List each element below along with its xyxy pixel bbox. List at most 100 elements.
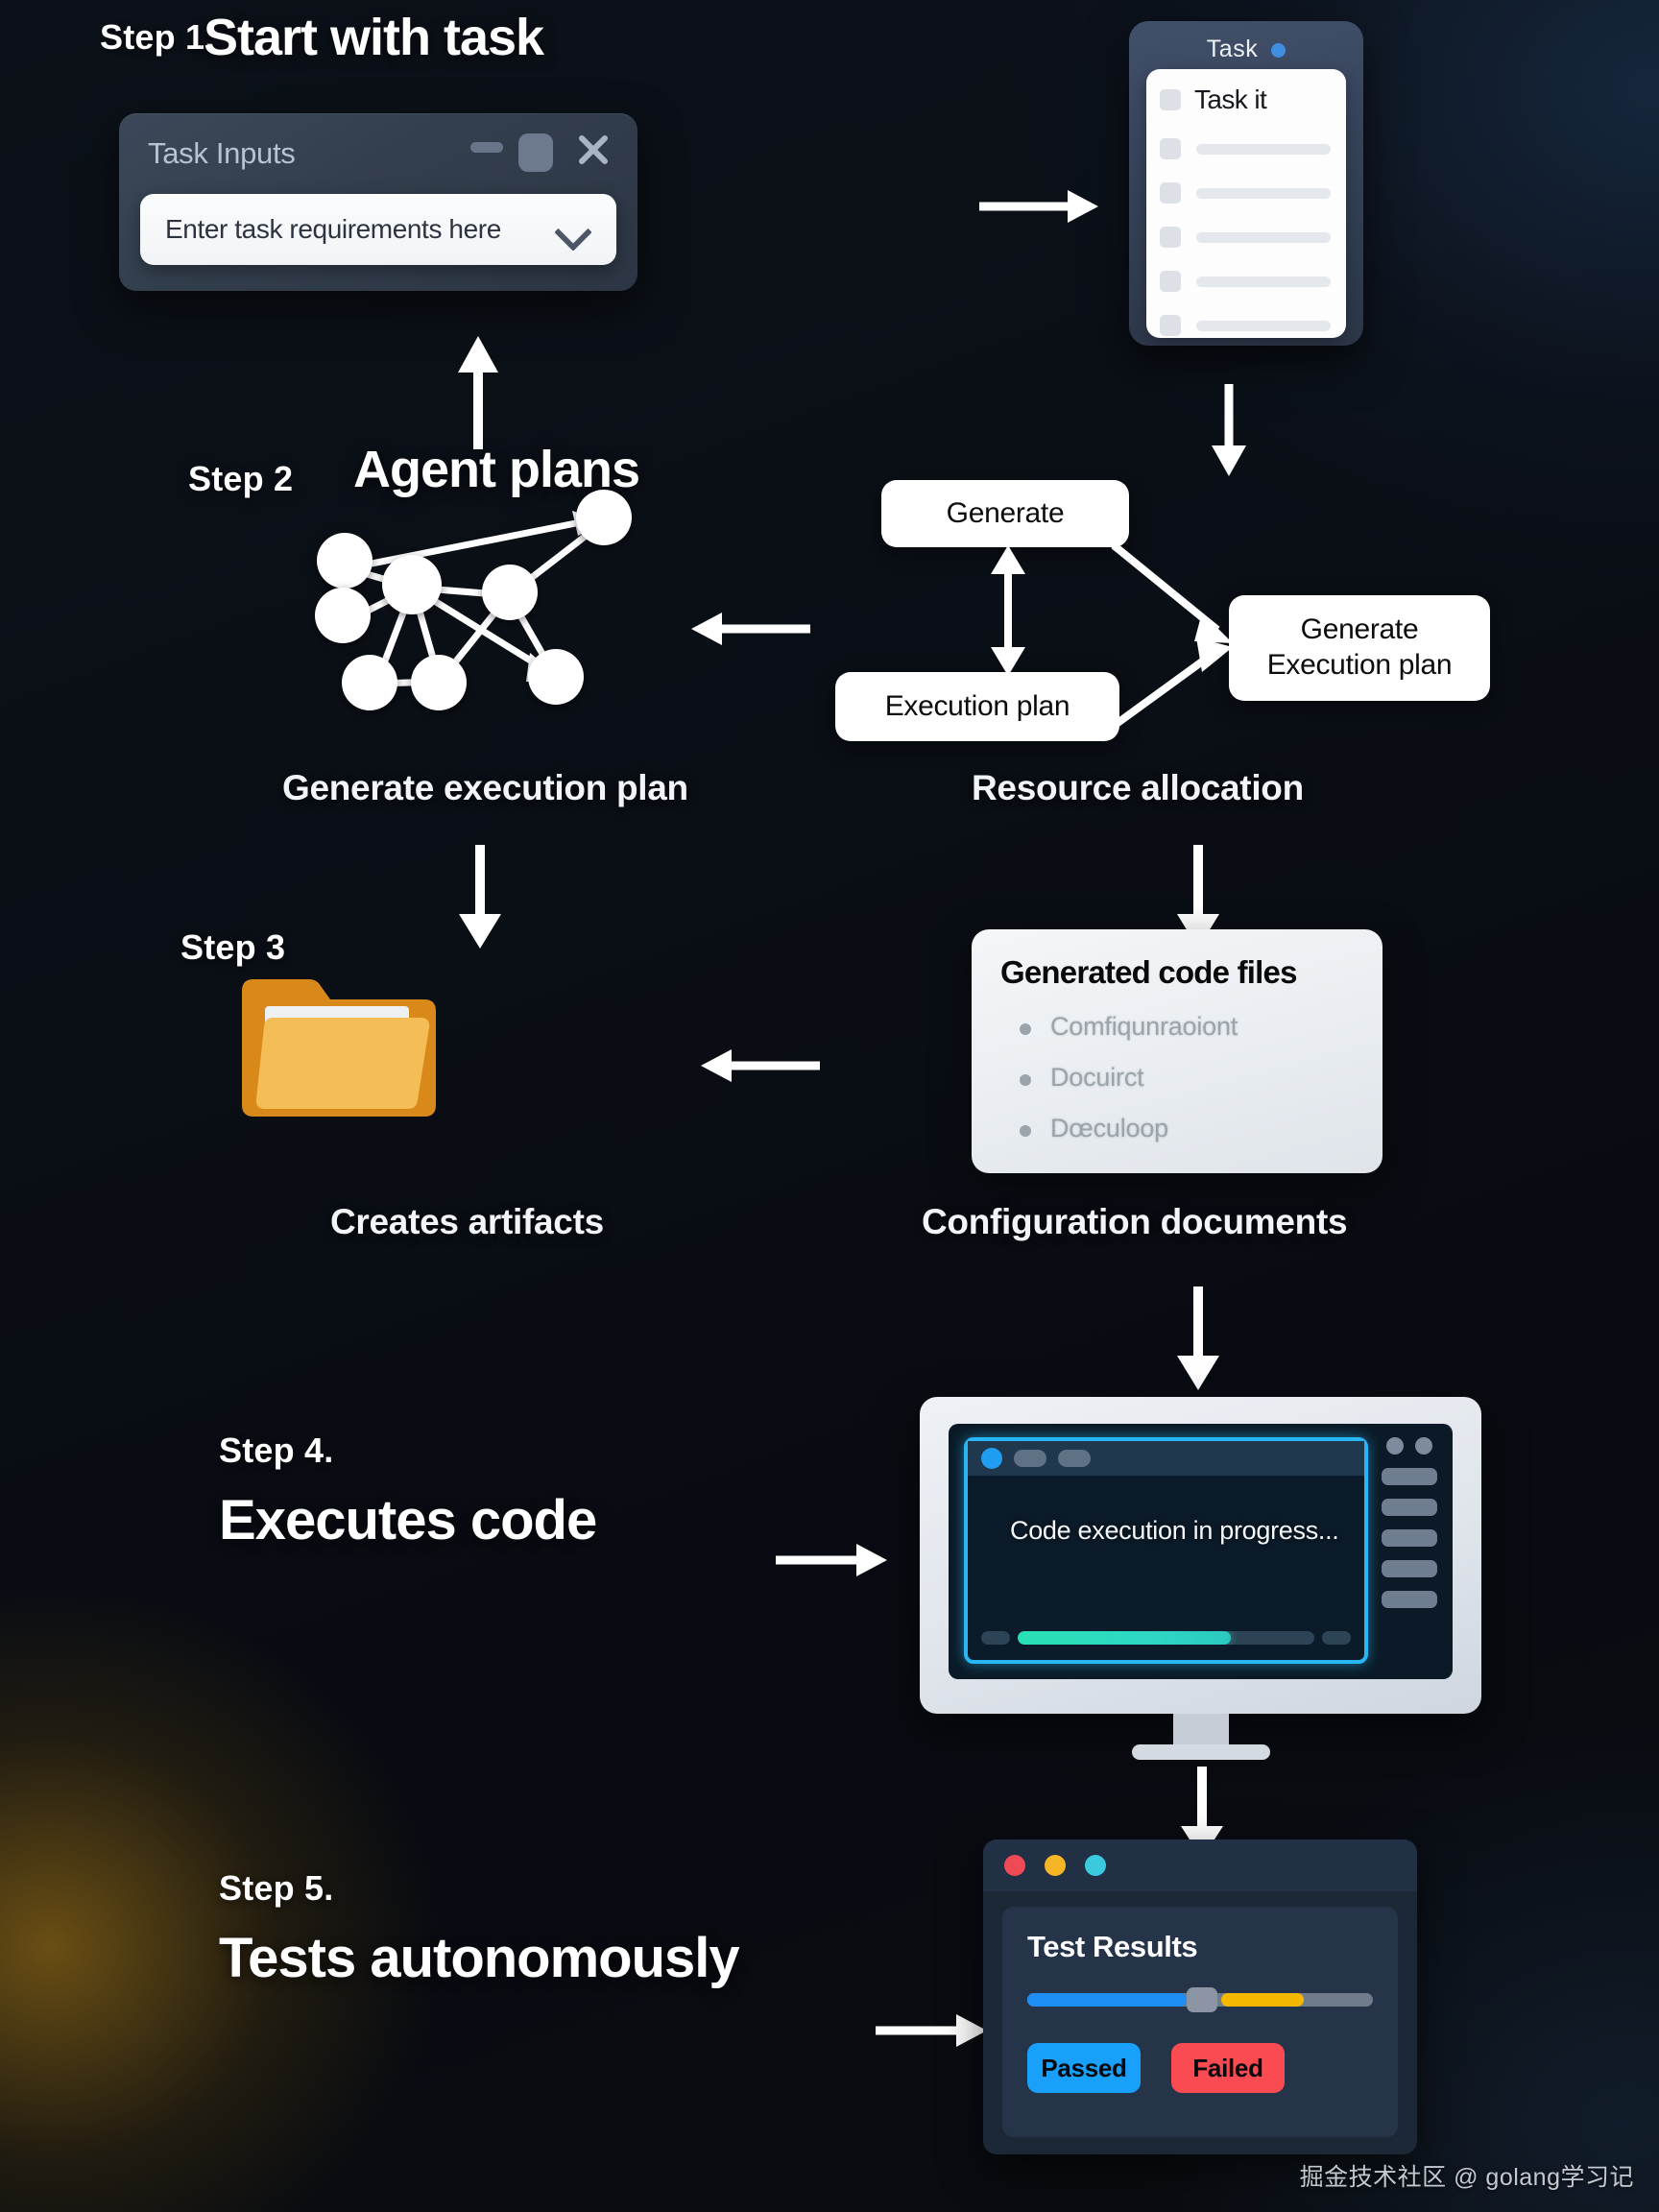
graph-node [315, 588, 371, 643]
arrow-down-icon [1212, 384, 1246, 476]
folder-icon [242, 979, 436, 1117]
task-input-placeholder: Enter task requirements here [165, 214, 501, 244]
arrow-exec-to-gep [1111, 637, 1233, 730]
tab-placeholder [1058, 1450, 1091, 1467]
graph-node [411, 655, 467, 710]
checkbox-icon[interactable] [1160, 89, 1181, 110]
close-dot-icon[interactable] [1004, 1855, 1025, 1876]
list-item[interactable] [1160, 315, 1333, 336]
task-requirements-input[interactable]: Enter task requirements here [140, 194, 616, 265]
double-arrow-vertical-icon [991, 545, 1025, 676]
progress-track [1018, 1631, 1314, 1645]
arrow-down-icon [1177, 1286, 1219, 1390]
close-icon[interactable] [572, 129, 614, 171]
checkbox-icon[interactable] [1160, 182, 1181, 204]
list-item[interactable]: Task it [1160, 84, 1333, 115]
checkbox-icon[interactable] [1160, 315, 1181, 336]
code-card-title: Generated code files [1000, 954, 1297, 990]
minimize-icon[interactable] [470, 142, 503, 153]
test-results-window: Test Results Passed Failed [983, 1839, 1417, 2154]
list-item[interactable] [1160, 227, 1333, 248]
code-file-list: Comfiqunraoiont Docuirct Dœculoop [1012, 1012, 1354, 1143]
task-inputs-dialog: Task Inputs Enter task requirements here [119, 113, 637, 291]
flow-caption: Resource allocation [972, 768, 1304, 807]
list-item: Docuirct [1012, 1063, 1354, 1093]
monitor-screen: Code execution in progress... [949, 1424, 1453, 1679]
sidebar-item [1382, 1560, 1437, 1577]
graph-node [482, 565, 538, 620]
placeholder-line [1196, 276, 1331, 287]
execution-status-text: Code execution in progress... [1010, 1516, 1339, 1545]
graph-node [382, 555, 442, 614]
step-4-title: Executes code [219, 1489, 597, 1551]
graph-node [576, 490, 632, 545]
sidebar-item [1382, 1499, 1437, 1516]
slider-warning-segment [1220, 1993, 1304, 2007]
placeholder-line [1196, 187, 1331, 199]
checkbox-icon[interactable] [1160, 138, 1181, 159]
monitor-neck [1172, 1714, 1229, 1746]
generate-box[interactable]: Generate [881, 480, 1129, 547]
placeholder-line [1196, 231, 1331, 243]
progress-fill [1018, 1631, 1232, 1645]
chevron-down-icon[interactable] [557, 213, 589, 246]
checkbox-icon[interactable] [1160, 227, 1181, 248]
task-list-card: Task Task it [1129, 21, 1363, 346]
list-item[interactable] [1160, 138, 1333, 159]
list-item[interactable] [1160, 271, 1333, 292]
monitor-sidebar [1380, 1437, 1439, 1608]
tab-placeholder [1014, 1450, 1046, 1467]
minimize-dot-icon[interactable] [1045, 1855, 1066, 1876]
task-card-header-text: Task [1206, 36, 1259, 62]
arrow-right-icon [876, 2014, 987, 2047]
list-item: Comfiqunraoiont [1012, 1012, 1354, 1042]
sidebar-dots [1386, 1437, 1432, 1455]
generated-code-files-card: Generated code files Comfiqunraoiont Doc… [972, 929, 1382, 1173]
maximize-icon[interactable] [518, 133, 553, 172]
step-3-label: Step 3 [180, 927, 286, 967]
arrow-left-icon [701, 1049, 820, 1082]
test-results-slider[interactable] [1027, 1987, 1373, 2012]
placeholder-line [1196, 320, 1331, 331]
list-item[interactable] [1160, 182, 1333, 204]
step-4-label: Step 4. [219, 1431, 334, 1470]
dot-icon [1415, 1437, 1432, 1455]
sidebar-item [1382, 1591, 1437, 1608]
passed-button[interactable]: Passed [1027, 2043, 1141, 2093]
arrow-down-icon [459, 845, 501, 949]
graph-node [528, 649, 584, 705]
graph-node [317, 533, 373, 589]
execution-plan-box[interactable]: Execution plan [835, 672, 1119, 741]
window-titlebar [983, 1839, 1417, 1891]
sidebar-item [1382, 1468, 1437, 1485]
monitor-base [1131, 1744, 1270, 1760]
step-1-title: Start with task [204, 9, 544, 66]
progress-stub [1322, 1631, 1351, 1645]
gep-line-2: Execution plan [1266, 649, 1453, 681]
generate-execution-plan-box[interactable]: Generate Execution plan [1229, 595, 1490, 701]
step-1-label: Step 1. [100, 17, 215, 57]
failed-button[interactable]: Failed [1171, 2043, 1285, 2093]
graph-caption: Generate execution plan [282, 768, 688, 807]
code-files-caption: Configuration documents [922, 1202, 1348, 1241]
maximize-dot-icon[interactable] [1085, 1855, 1106, 1876]
step-2-title: Agent plans [353, 441, 640, 498]
sidebar-item [1382, 1529, 1437, 1547]
status-dot-icon [981, 1448, 1002, 1469]
panel-titlebar [968, 1441, 1364, 1476]
task-card-header: Task [1129, 36, 1363, 63]
gep-line-1: Generate [1300, 613, 1419, 646]
test-results-body: Test Results Passed Failed [1002, 1907, 1398, 2137]
list-item: Dœculoop [1012, 1114, 1354, 1143]
slider-knob[interactable] [1186, 1987, 1217, 2012]
graph-node [342, 655, 397, 710]
progress-stub [981, 1631, 1010, 1645]
step-5-label: Step 5. [219, 1868, 334, 1908]
watermark: 掘金技术社区 @ golang学习记 [1299, 2164, 1634, 2191]
task-list-sheet: Task it [1146, 69, 1346, 338]
dot-icon [1386, 1437, 1404, 1455]
monitor: Code execution in progress... [920, 1397, 1481, 1760]
checkbox-icon[interactable] [1160, 271, 1181, 292]
placeholder-line [1196, 143, 1331, 155]
